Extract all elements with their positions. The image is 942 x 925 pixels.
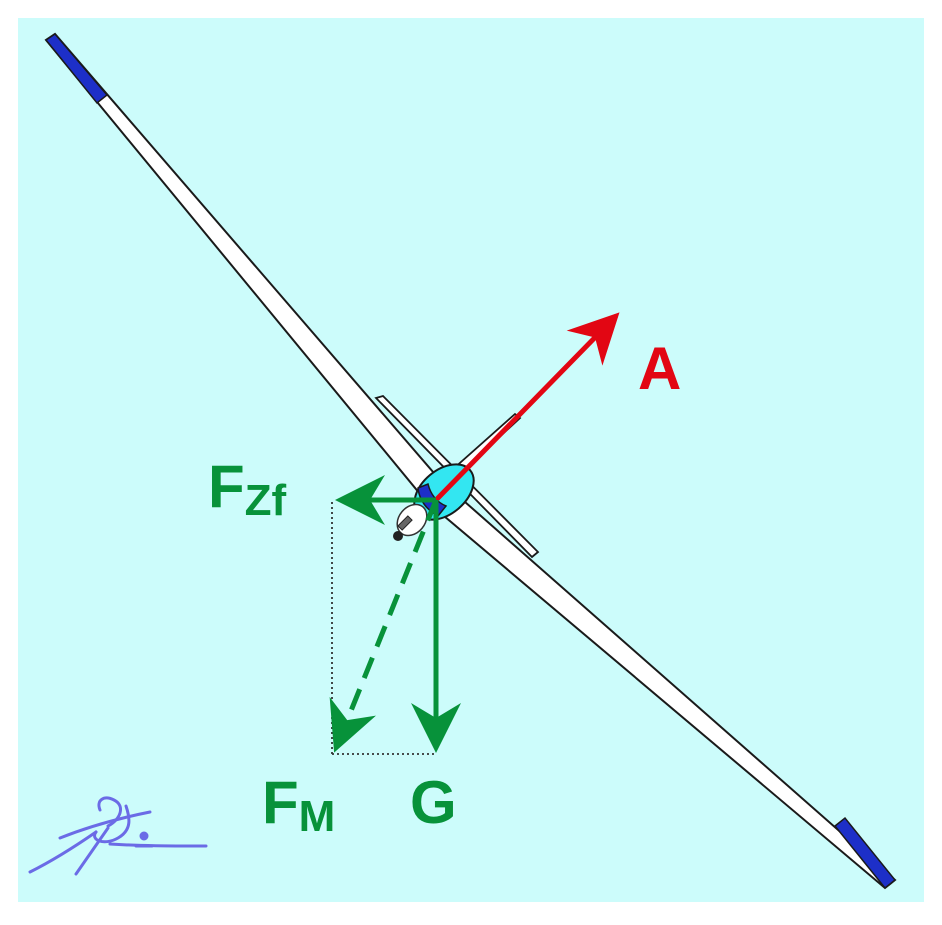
spinner [397, 515, 413, 531]
weight-label: G [410, 769, 457, 836]
centrifugal-label-sub: Zf [245, 476, 287, 525]
resultant-force-arrow [329, 499, 439, 753]
author-signature-icon [28, 796, 208, 876]
centrifugal-label-main: F [208, 453, 245, 520]
lift-force-arrow [434, 312, 620, 502]
nose-tip [393, 531, 403, 541]
wing-tip-right [833, 816, 897, 890]
centrifugal-label: FZf [208, 453, 287, 525]
lift-label: A [638, 335, 681, 402]
resultant-label-sub: M [299, 792, 336, 841]
resultant-label: FM [262, 769, 335, 841]
wing-tip-left [44, 33, 109, 105]
resultant-label-main: F [262, 769, 299, 836]
